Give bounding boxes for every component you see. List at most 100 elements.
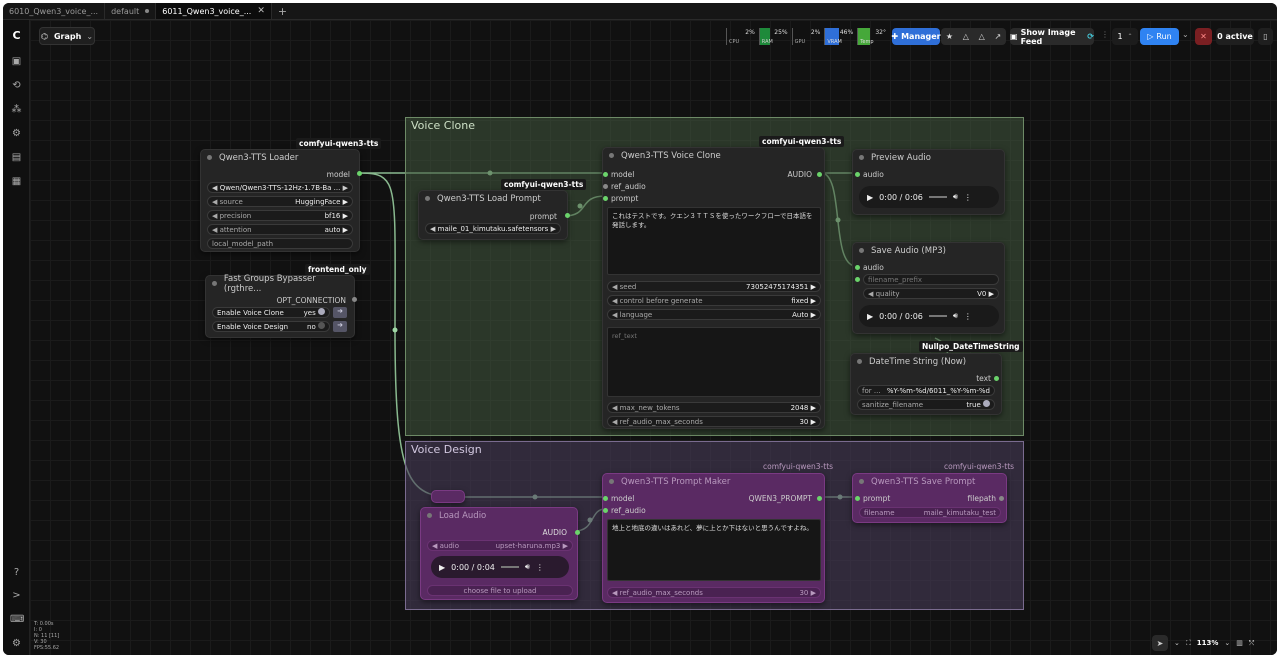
star-icon[interactable]: ★: [945, 32, 954, 41]
progress-bar[interactable]: [928, 315, 947, 317]
audio-player[interactable]: ▶0:00 / 0:06🔊︎⋮: [859, 186, 999, 208]
input-pin-audio[interactable]: [855, 172, 860, 177]
volume-icon[interactable]: 🔊︎: [952, 192, 958, 201]
nodes-library-icon[interactable]: ⁂: [11, 104, 22, 115]
minimap-icon[interactable]: ▥: [1236, 639, 1243, 647]
collapse-dot-icon[interactable]: [609, 479, 614, 484]
node-qwen3-tts-save-prompt[interactable]: Qwen3-TTS Save Prompt prompt filepath fi…: [852, 473, 1007, 523]
new-tab-button[interactable]: +: [277, 4, 288, 18]
show-image-feed-button[interactable]: ▣Show Image Feed⟳: [1010, 28, 1094, 46]
text-input[interactable]: 地上と地底の違いはあれど、夢に上とか下はないと思うんですよね。: [607, 519, 821, 581]
audio-player[interactable]: ▶0:00 / 0:06🔊︎⋮: [859, 305, 999, 327]
input-pin-filename-prefix[interactable]: [855, 277, 860, 282]
collapse-dot-icon[interactable]: [212, 281, 217, 286]
drag-handle-icon[interactable]: ⋮⋮: [1101, 30, 1117, 39]
zoom-level[interactable]: 113%: [1196, 639, 1219, 647]
play-icon[interactable]: ▶: [867, 311, 874, 321]
collapse-dot-icon[interactable]: [207, 155, 212, 160]
volume-icon[interactable]: 🔊︎: [952, 311, 958, 320]
play-icon[interactable]: ▶: [867, 192, 874, 202]
model-library-icon[interactable]: ⚙: [12, 128, 21, 139]
navigate-arrow-icon[interactable]: ➜: [333, 321, 347, 332]
link-visibility-icon[interactable]: ⤲: [1248, 638, 1255, 647]
terminal-icon[interactable]: >: [12, 590, 21, 601]
more-options-icon[interactable]: ⋮: [963, 311, 972, 321]
node-qwen3-tts-prompt-maker[interactable]: Qwen3-TTS Prompt Maker model ref_audio Q…: [602, 473, 825, 603]
chevron-down-icon[interactable]: ⌄: [1224, 639, 1231, 647]
collapse-dot-icon[interactable]: [427, 513, 432, 518]
model-selector[interactable]: ◀Qwen/Qwen3-TTS-12Hz-1.7B-Ba ...▶: [207, 182, 353, 193]
node-reroute[interactable]: [431, 490, 465, 503]
output-pin[interactable]: [817, 172, 822, 177]
node-save-audio-mp3[interactable]: Save Audio (MP3) audio filename_prefix ◀…: [852, 242, 1005, 334]
ref-text-input[interactable]: ref_text: [607, 327, 821, 397]
upload-button[interactable]: choose file to upload: [427, 585, 573, 596]
output-pin[interactable]: [565, 213, 570, 218]
input-pin-audio[interactable]: [855, 265, 860, 270]
fit-view-icon[interactable]: ⛶: [1185, 638, 1191, 647]
chevron-down-icon[interactable]: ⌄: [1174, 639, 1180, 647]
comfy-logo-icon[interactable]: C: [12, 29, 21, 42]
cancel-run-button[interactable]: ✕: [1195, 28, 1212, 45]
collapse-dot-icon[interactable]: [425, 196, 430, 201]
images-icon[interactable]: ▣: [11, 56, 22, 67]
progress-bar[interactable]: [928, 196, 947, 198]
run-button[interactable]: ▷Run: [1140, 28, 1179, 45]
input-pin-model[interactable]: [603, 496, 608, 501]
more-options-icon[interactable]: ⋮: [963, 192, 972, 202]
filename-prefix-input[interactable]: filename_prefix: [863, 274, 999, 285]
collapse-dot-icon[interactable]: [859, 248, 864, 253]
input-pin-prompt[interactable]: [855, 496, 860, 501]
collapse-dot-icon[interactable]: [859, 479, 864, 484]
node-datetime-string[interactable]: DateTime String (Now) text for ...%Y-%m-…: [850, 353, 1002, 415]
input-pin-model[interactable]: [603, 172, 608, 177]
manager-button[interactable]: ✚Manager: [891, 28, 941, 45]
run-options-icon[interactable]: ⌄: [1182, 30, 1189, 39]
batch-count-input[interactable]: 1⌃: [1112, 28, 1138, 45]
graph-canvas[interactable]: ⌬ Graph ⌄ 2%CPU 25%RAM 2%GPU 46%VRAM 32°…: [30, 20, 1277, 655]
input-pin-ref-audio[interactable]: [603, 508, 608, 513]
navigate-arrow-icon[interactable]: ➜: [333, 307, 347, 318]
prompt-file-selector[interactable]: ◀maile_01_kimutaku.safetensors▶: [425, 223, 561, 234]
history-icon[interactable]: ⟲: [12, 80, 21, 91]
node-qwen3-tts-loader[interactable]: Qwen3-TTS Loader model ◀Qwen/Qwen3-TTS-1…: [200, 149, 362, 252]
node-qwen3-tts-voice-clone[interactable]: Qwen3-TTS Voice Clone model ref_audio pr…: [602, 147, 825, 429]
settings-gear-icon[interactable]: ⚙: [12, 638, 21, 649]
format-input[interactable]: for ...%Y-%m-%d/6011_%Y-%m-%d: [857, 385, 995, 396]
output-pin[interactable]: [994, 376, 999, 381]
more-options-icon[interactable]: ⋮: [535, 562, 544, 572]
panel-toggle-icon[interactable]: ▯: [1258, 28, 1273, 45]
collapse-dot-icon[interactable]: [859, 155, 864, 160]
tab-workflow-6011[interactable]: 6011_Qwen3_voice_...✕: [156, 3, 272, 19]
audio-player[interactable]: ▶0:00 / 0:04🔊︎⋮: [431, 556, 569, 578]
progress-bar[interactable]: [500, 566, 519, 568]
keyboard-icon[interactable]: ⌨: [10, 614, 25, 625]
output-pin[interactable]: [352, 297, 357, 302]
play-icon[interactable]: ▶: [439, 562, 446, 572]
tab-default[interactable]: default: [105, 3, 157, 19]
output-pin[interactable]: [817, 496, 822, 501]
node-preview-audio[interactable]: Preview Audio audio ▶0:00 / 0:06🔊︎⋮: [852, 149, 1005, 215]
select-tool-icon[interactable]: ➤: [1152, 635, 1168, 651]
local-model-path-input[interactable]: local_model_path: [207, 238, 353, 249]
tab-workflow-6010[interactable]: 6010_Qwen3_voice_...: [3, 3, 106, 19]
node-qwen3-tts-load-prompt[interactable]: Qwen3-TTS Load Prompt prompt ◀maile_01_k…: [418, 190, 570, 240]
flask-icon[interactable]: △: [962, 32, 969, 41]
input-pin-ref-audio[interactable]: [603, 184, 608, 189]
input-pin-prompt[interactable]: [603, 196, 608, 201]
